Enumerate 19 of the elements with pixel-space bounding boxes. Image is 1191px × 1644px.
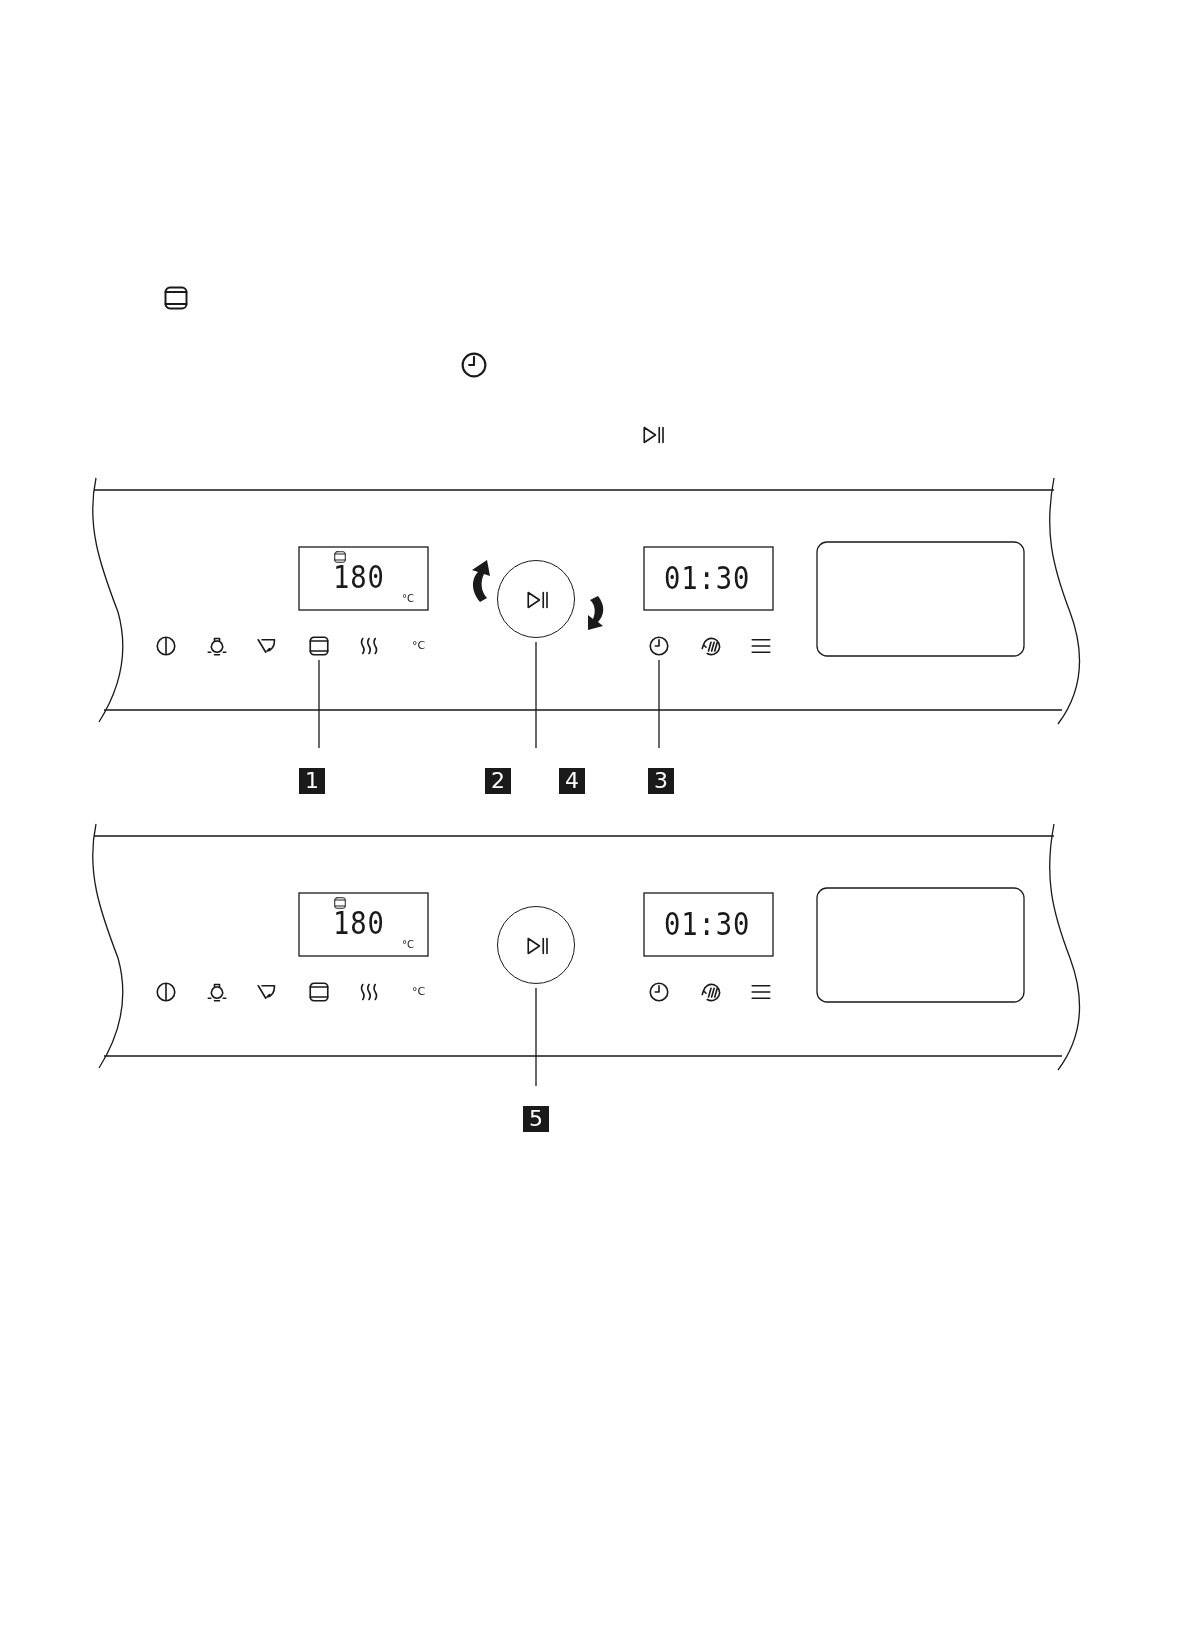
display-temperature: 180 [333, 905, 385, 941]
leader-line [318, 659, 320, 749]
callout-number: 3 [648, 768, 674, 794]
button-label: °C [412, 640, 426, 652]
callout-number: 4 [559, 768, 585, 794]
unit-label: °C [402, 593, 414, 605]
display-time: 01:30 [664, 560, 751, 596]
display-temperature: 180 [333, 559, 385, 595]
callout-number: 5 [523, 1106, 549, 1132]
oven-button-icon [309, 636, 329, 656]
callout-number: 1 [299, 768, 325, 794]
button-label: °C [412, 986, 426, 998]
leader-line [535, 641, 537, 749]
clock-button-icon [649, 636, 669, 656]
leader-line [658, 659, 660, 749]
unit-label: °C [402, 939, 414, 951]
leader-line [535, 987, 537, 1087]
display-time: 01:30 [664, 906, 751, 942]
callout-number: 2 [485, 768, 511, 794]
